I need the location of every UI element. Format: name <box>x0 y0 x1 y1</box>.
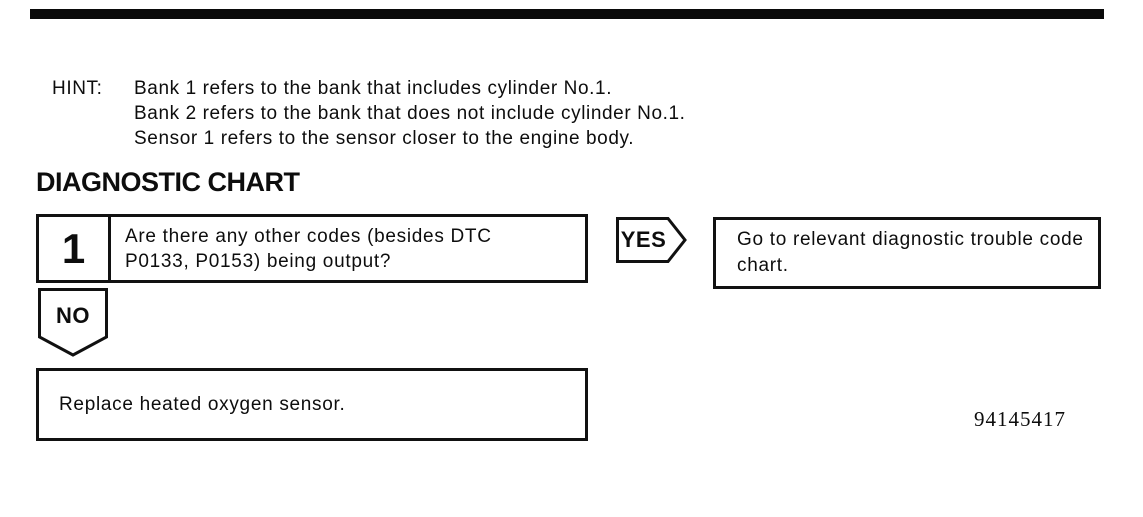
hint-line-2: Bank 2 refers to the bank that does not … <box>134 103 686 124</box>
no-result-box: Replace heated oxygen sensor. <box>36 368 588 441</box>
yes-connector: YES <box>616 217 687 263</box>
hint-line-1: Bank 1 refers to the bank that includes … <box>134 78 613 99</box>
no-label: NO <box>56 303 90 328</box>
yes-arrow-icon <box>616 217 687 263</box>
figure-stamp-number: 94145417 <box>974 407 1066 431</box>
step-1-box: 1 Are there any other codes (besides DTC… <box>36 214 588 283</box>
page-top-rule <box>30 9 1104 19</box>
step-number: 1 <box>61 224 86 272</box>
no-result-text: Replace heated oxygen sensor. <box>59 394 346 415</box>
step-question-text: Are there any other codes (besides DTC P… <box>125 225 492 272</box>
step-number-cell: 1 <box>39 217 111 280</box>
yes-label: YES <box>620 227 667 252</box>
no-arrow-icon <box>38 288 108 357</box>
page-title: DIAGNOSTIC CHART <box>36 167 300 197</box>
yes-result-text: Go to relevant diagnostic trouble code c… <box>737 229 1084 276</box>
no-connector: NO <box>38 288 108 357</box>
hint-label: HINT: <box>52 78 103 99</box>
yes-result-box: Go to relevant diagnostic trouble code c… <box>713 217 1101 289</box>
hint-text: Bank 1 refers to the bank that includes … <box>134 76 686 151</box>
hint-line-3: Sensor 1 refers to the sensor closer to … <box>134 128 635 149</box>
